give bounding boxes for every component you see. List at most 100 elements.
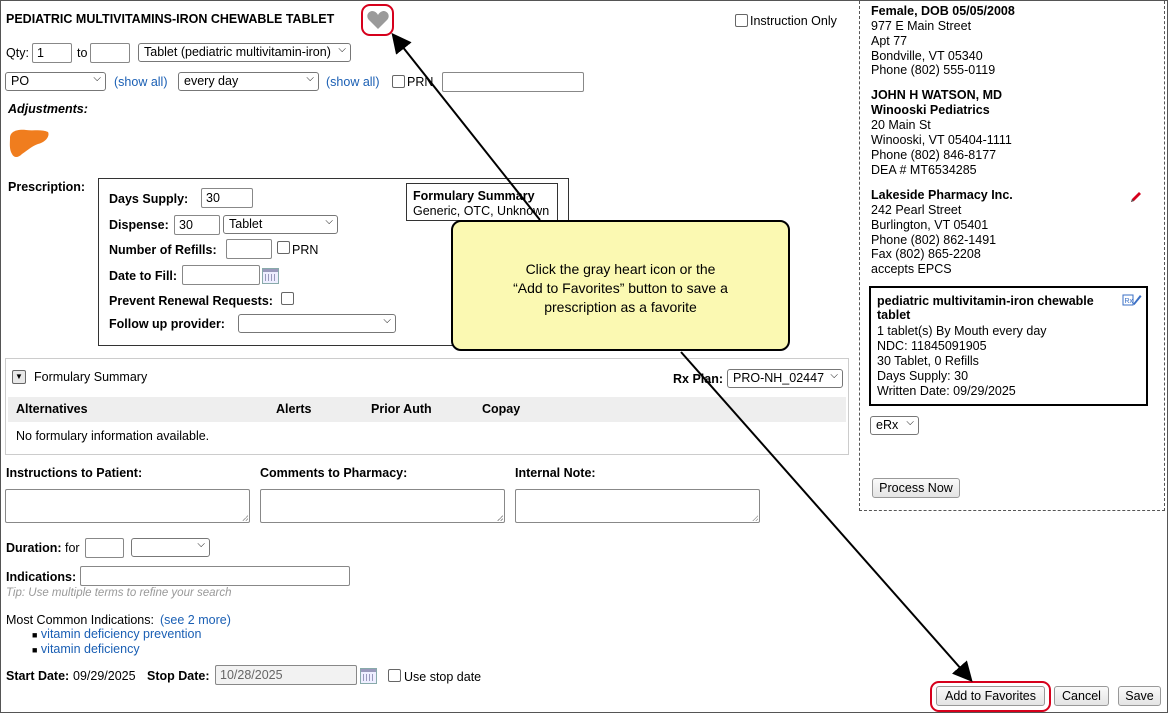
adjustments-label: Adjustments: [8,102,88,116]
chevron-down-icon: ⌵ [338,44,346,55]
chevron-down-icon: ⌵ [197,539,205,550]
edit-pencil-icon[interactable] [1129,190,1143,207]
duration-unit-select[interactable]: ⌵ [131,538,210,557]
pharmacy-note: accepts EPCS [871,262,952,276]
stop-date-input[interactable] [215,665,357,685]
start-date-value: 09/29/2025 [73,669,136,683]
indication-link[interactable]: vitamin deficiency [40,642,140,656]
pharmacy-city: Burlington, VT 05401 [871,218,989,232]
follow-up-label: Follow up provider: [109,317,225,331]
frequency-select[interactable]: every day⌵ [178,72,319,91]
dispense-input[interactable] [174,215,220,235]
formulary-box-text: Generic, OTC, Unknown [413,204,550,218]
chevron-down-icon: ⌵ [830,370,838,381]
stop-date-label: Stop Date: [147,669,210,683]
chevron-down-icon: ⌵ [306,73,314,84]
patient-info-line: Female, DOB 05/05/2008 [871,4,1015,18]
internal-note-textarea[interactable] [515,489,760,523]
liver-icon[interactable] [8,128,50,163]
formulary-header: Formulary Summary [34,370,148,384]
common-indications-label: Most Common Indications: [6,613,154,627]
rx-summary-written: Written Date: 09/29/2025 [877,384,1016,398]
rx-plan-select[interactable]: PRO-NH_02447 ⌵ [727,369,843,388]
favorite-heart-icon[interactable] [366,9,390,34]
formulary-box-title: Formulary Summary [413,189,535,203]
col-alternatives: Alternatives [16,402,88,416]
prn-checkbox[interactable] [392,75,405,88]
qty-input[interactable] [32,43,72,63]
rx-plan-label: Rx Plan: [673,372,724,386]
pharmacy-name: Lakeside Pharmacy Inc. [871,188,1013,202]
rx-summary-ndc: NDC: 11845091905 [877,339,987,353]
qty-label: Qty: [6,46,29,60]
days-supply-label: Days Supply: [109,192,189,206]
rx-summary-qty: 30 Tablet, 0 Refills [877,354,979,368]
cancel-button[interactable]: Cancel [1054,686,1109,706]
indication-item: ■ vitamin deficiency [32,642,140,656]
save-button[interactable]: Save [1118,686,1161,706]
callout-line-2: “Add to Favorites” button to save a [513,280,728,296]
indications-input[interactable] [80,566,350,586]
process-now-button[interactable]: Process Now [872,478,960,498]
pharmacy-address: 242 Pearl Street [871,203,962,217]
duration-input[interactable] [85,538,124,558]
use-stop-date-label: Use stop date [404,670,482,684]
calendar-icon[interactable] [360,668,377,684]
instructions-textarea[interactable] [5,489,250,523]
dosage-form-select[interactable]: Tablet (pediatric multivitamin-iron) ⌵ [138,43,351,62]
prescriber-practice: Winooski Pediatrics [871,103,990,117]
dispense-unit-value: Tablet [229,217,263,231]
date-to-fill-input[interactable] [182,265,260,285]
prescription-label: Prescription: [8,180,86,194]
rx-summary-title: pediatric multivitamin-iron chewable tab… [877,294,1094,322]
edit-rx-icon[interactable]: Rx [1122,293,1142,310]
rx-summary-days: Days Supply: 30 [877,369,969,383]
prescriber-city: Winooski, VT 05404-1111 [871,133,1012,147]
drug-title: PEDIATRIC MULTIVITAMINS-IRON CHEWABLE TA… [6,12,335,26]
resize-grip-icon[interactable] [752,515,758,521]
instruction-only-checkbox[interactable] [735,14,748,27]
route-show-all-link[interactable]: (show all) [114,75,168,89]
bullet-icon: ■ [32,630,38,640]
svg-text:Rx: Rx [1125,298,1134,305]
favorites-highlight-ring [930,681,1051,712]
indication-link[interactable]: vitamin deficiency prevention [40,627,202,641]
indication-item: ■ vitamin deficiency prevention [32,627,201,641]
prevent-renewal-label: Prevent Renewal Requests: [109,294,273,308]
pharmacy-fax: Fax (802) 865-2208 [871,247,981,261]
route-select[interactable]: PO ⌵ [5,72,106,91]
dispense-label: Dispense: [109,218,169,232]
days-supply-input[interactable] [201,188,253,208]
frequency-show-all-link[interactable]: (show all) [326,75,380,89]
col-prior-auth: Prior Auth [371,402,432,416]
refills-prn-checkbox[interactable] [277,241,290,254]
see-more-link[interactable]: (see 2 more) [160,613,231,627]
use-stop-date-checkbox[interactable] [388,669,401,682]
send-method-select[interactable]: eRx⌵ [870,416,919,435]
qty-to-label: to [77,46,88,60]
formulary-summary-box: Formulary Summary Generic, OTC, Unknown [406,183,558,221]
add-to-favorites-button[interactable]: Add to Favorites [936,686,1045,706]
chevron-down-icon: ⌵ [325,216,333,227]
comments-textarea[interactable] [260,489,505,523]
resize-grip-icon[interactable] [242,515,248,521]
follow-up-provider-select[interactable]: ⌵ [238,314,396,333]
callout-line-3: prescription as a favorite [544,299,697,315]
patient-address-2: Apt 77 [871,34,908,48]
resize-grip-icon[interactable] [497,515,503,521]
prevent-renewal-checkbox[interactable] [281,292,294,305]
route-value: PO [11,74,30,88]
dosage-form-value: Tablet (pediatric multivitamin-iron) [144,45,331,59]
qty-to-input[interactable] [90,43,130,63]
prn-reason-input[interactable] [442,72,584,92]
rx-plan-value: PRO-NH_02447 [733,371,825,385]
callout-line-1: Click the gray heart icon or the [525,261,716,277]
chevron-down-icon: ⌵ [93,73,101,84]
collapse-toggle-icon[interactable]: ▼ [12,370,26,384]
patient-address-1: 977 E Main Street [871,19,972,33]
dispense-unit-select[interactable]: Tablet ⌵ [223,215,338,234]
calendar-icon[interactable] [262,268,279,284]
refills-input[interactable] [226,239,272,259]
prescriber-address: 20 Main St [871,118,931,132]
date-to-fill-label: Date to Fill: [109,269,178,283]
